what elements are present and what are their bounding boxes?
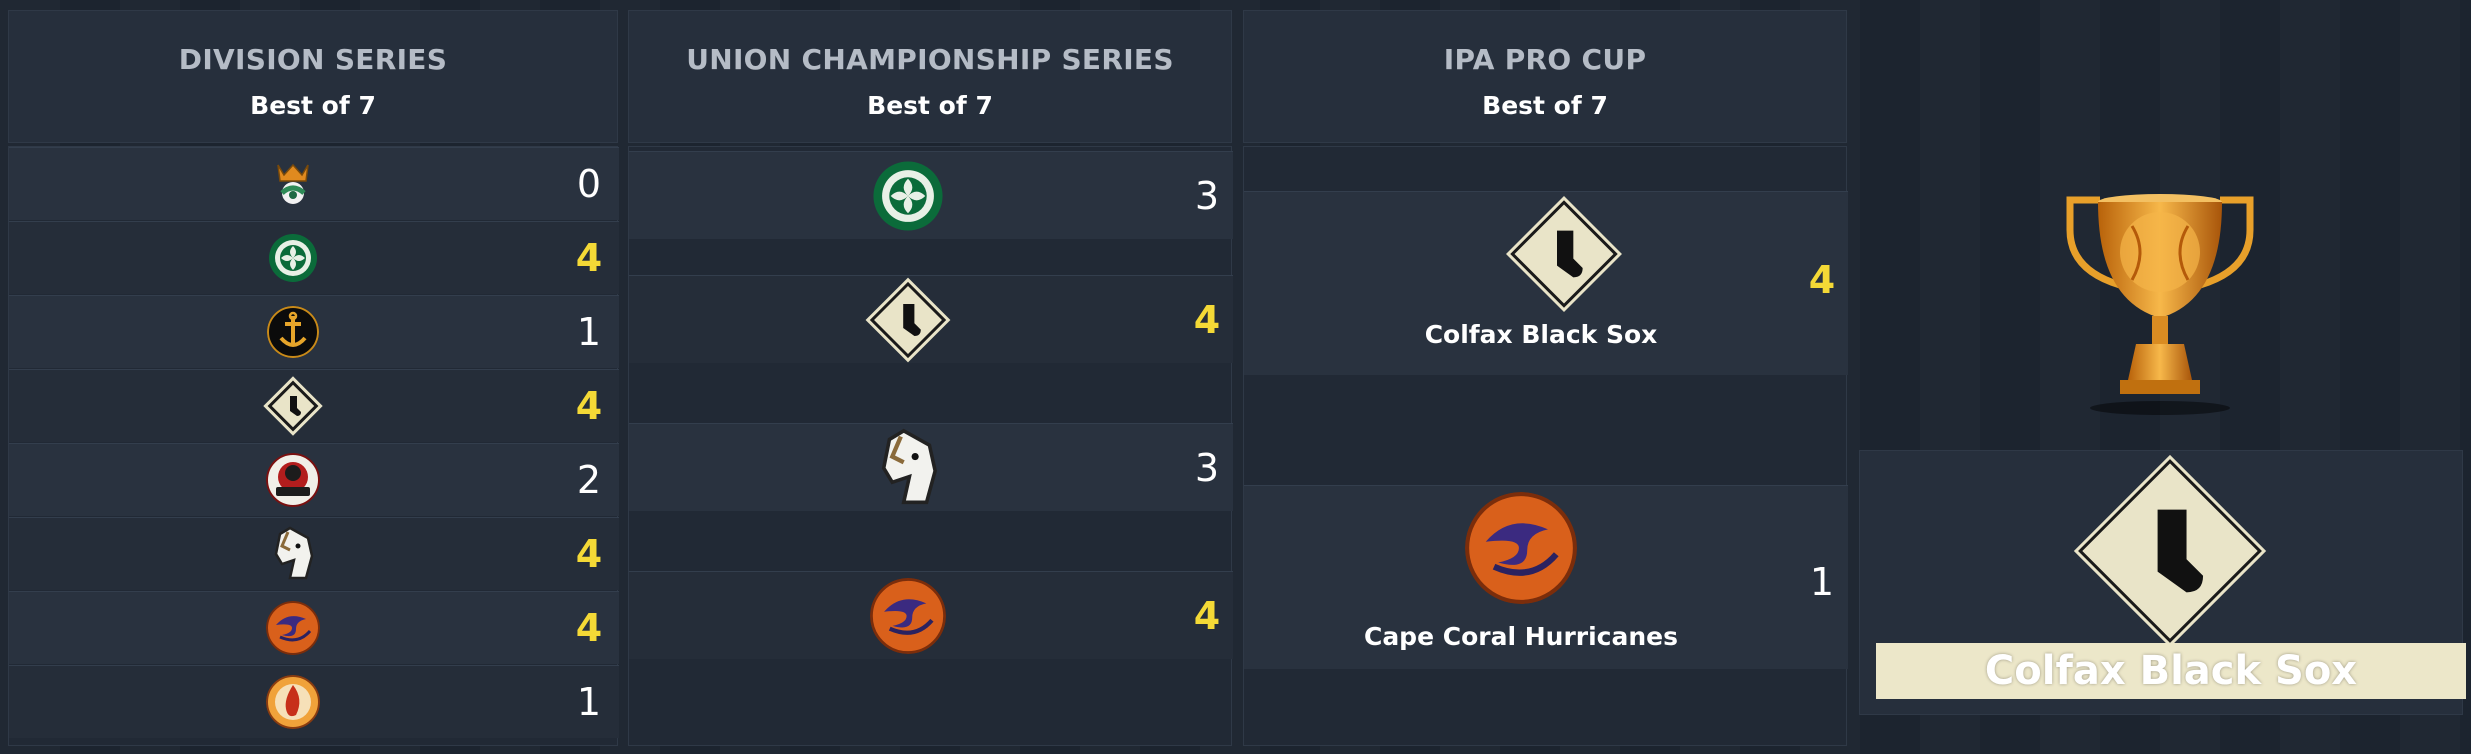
series-score: 3 [1194, 446, 1220, 490]
series-score: 2 [576, 458, 602, 502]
series-score: 4 [575, 606, 603, 650]
matchup-row[interactable]: 4 [629, 571, 1233, 659]
cup-bracket: Colfax Black Sox 4 Cape Coral Hurricanes… [1243, 146, 1848, 746]
finalist-row[interactable]: Colfax Black Sox 4 [1244, 191, 1848, 375]
champion-name: Colfax Black Sox [1876, 643, 2466, 699]
round-title: UNION CHAMPIONSHIP SERIES [686, 43, 1174, 76]
anchor-logo [267, 306, 319, 358]
division-series-bracket: 0 4 1 4 2 4 4 [8, 146, 619, 746]
horse-logo [872, 428, 944, 508]
division-series-header: DIVISION SERIES Best of 7 [8, 10, 618, 143]
series-score: 1 [576, 310, 602, 354]
series-score: 4 [1193, 298, 1221, 342]
black-sock-logo [869, 281, 947, 359]
trophy-icon [2060, 190, 2260, 420]
finalist-row[interactable]: Cape Coral Hurricanes 1 [1244, 485, 1848, 669]
matchup-row[interactable]: 3 [629, 151, 1233, 239]
matchup-row[interactable]: 1 [9, 665, 619, 738]
round-title: DIVISION SERIES [178, 43, 448, 76]
series-score: 4 [575, 236, 603, 280]
matchup-row[interactable]: 2 [9, 443, 619, 516]
round-subtitle: Best of 7 [867, 91, 993, 120]
series-score: 1 [576, 680, 602, 724]
series-score: 3 [1194, 174, 1220, 218]
crown-ball-logo [270, 161, 316, 207]
hurricane-logo [1465, 492, 1577, 604]
team-name: Colfax Black Sox [1424, 320, 1658, 349]
black-sock-logo [1510, 200, 1618, 308]
matchup-row[interactable]: 1 [9, 295, 619, 368]
celtic-logo [268, 233, 318, 283]
matchup-row[interactable]: 3 [629, 423, 1233, 511]
champion-panel[interactable]: Colfax Black Sox [1859, 450, 2466, 715]
flame-logo [266, 675, 320, 729]
series-score: 4 [1808, 258, 1836, 302]
round-subtitle: Best of 7 [1482, 91, 1608, 120]
hurricane-logo [870, 578, 946, 654]
red-mascot-logo [266, 453, 320, 507]
horse-logo [268, 526, 318, 582]
union-series-bracket: 3 4 3 4 [628, 146, 1233, 746]
matchup-row[interactable]: 4 [9, 221, 619, 294]
team-name: Cape Coral Hurricanes [1363, 622, 1679, 651]
matchup-row[interactable]: 4 [629, 275, 1233, 363]
series-score: 4 [575, 384, 603, 428]
series-score: 4 [575, 532, 603, 576]
union-series-header: UNION CHAMPIONSHIP SERIES Best of 7 [628, 10, 1232, 143]
matchup-row[interactable]: 4 [9, 369, 619, 442]
series-score: 0 [576, 162, 602, 206]
series-score: 1 [1809, 560, 1835, 604]
celtic-logo [872, 160, 944, 232]
hurricane-logo [266, 601, 320, 655]
round-title: IPA PRO CUP [1443, 43, 1647, 76]
matchup-row[interactable]: 0 [9, 147, 619, 220]
cup-header: IPA PRO CUP Best of 7 [1243, 10, 1847, 143]
matchup-row[interactable]: 4 [9, 591, 619, 664]
round-subtitle: Best of 7 [250, 91, 376, 120]
series-score: 4 [1193, 594, 1221, 638]
black-sock-logo [267, 380, 319, 432]
matchup-row[interactable]: 4 [9, 517, 619, 590]
black-sock-logo [2078, 459, 2262, 643]
